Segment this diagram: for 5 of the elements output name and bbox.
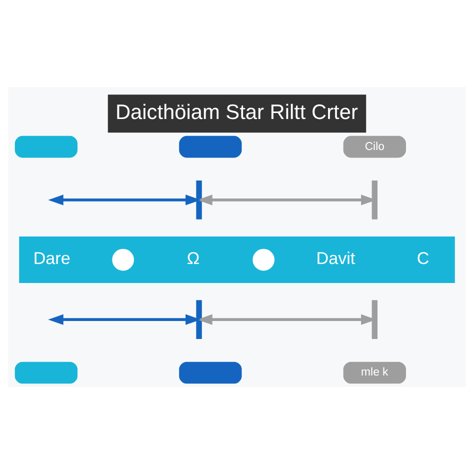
label: Davit — [316, 248, 356, 268]
label: C — [416, 248, 430, 268]
label: Ω — [186, 248, 200, 268]
label: Dare — [33, 248, 70, 268]
diagram-title: Daicthöiam Star Riltt Crter — [115, 100, 358, 124]
